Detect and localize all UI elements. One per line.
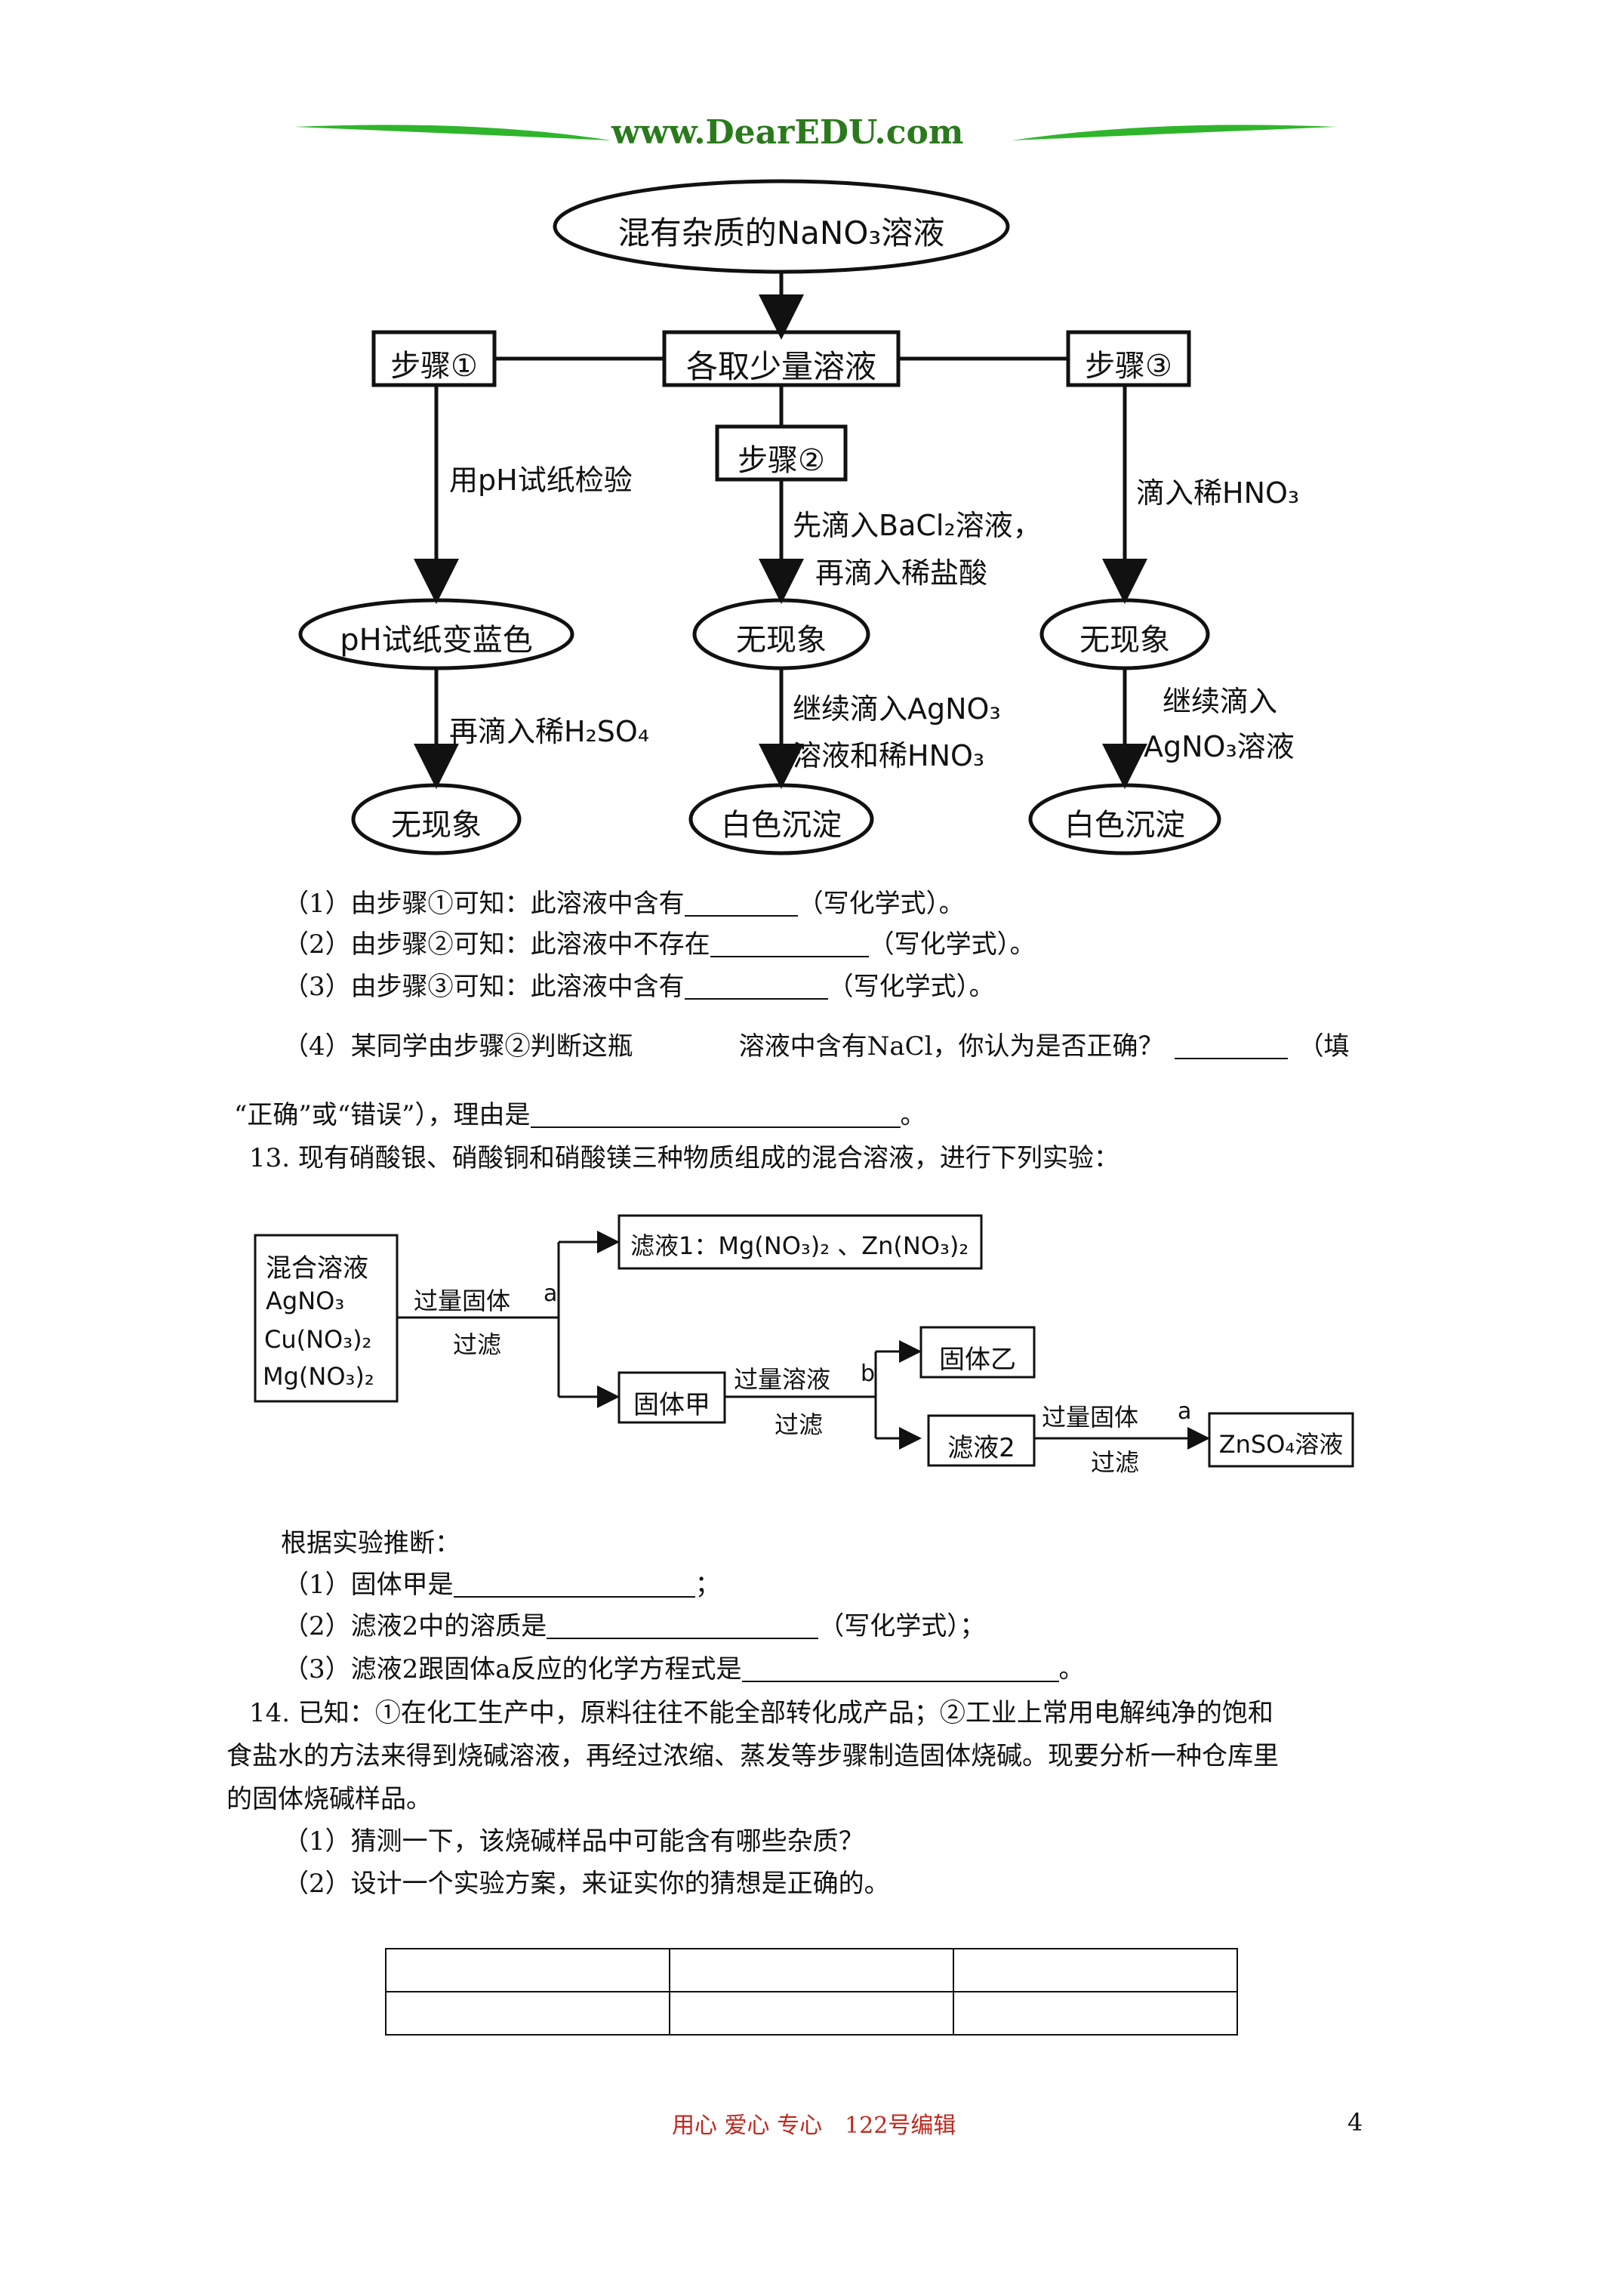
flow1-result3: 无现象 <box>1079 623 1170 658</box>
q12-part4-text-d: “正确”或“错误”），理由是 <box>234 1100 531 1130</box>
arrow3-label-bottom: 过滤 <box>1091 1448 1140 1477</box>
flow1-step2-node: 步骤② <box>738 443 825 478</box>
q12-part1-suffix: （写化学式）。 <box>797 889 965 919</box>
flow1-step2-action-1: 先滴入BaCl₂溶液， <box>793 509 1042 542</box>
flow1-step2-action-2: 再滴入稀盐酸 <box>815 556 988 590</box>
q13-answer-1-blank[interactable] <box>453 1573 695 1598</box>
q13-sub1-text: （1）固体甲是 <box>283 1570 454 1600</box>
q12-part4-text: （4）某同学由步骤②判断这瓶 <box>283 1031 633 1062</box>
mix-item-cuno3: Cu(NO₃)₂ <box>264 1325 372 1354</box>
flow1-center-node: 各取少量溶液 <box>685 348 876 385</box>
flow1-step1-node: 步骤① <box>390 349 478 384</box>
flow1-step3-node: 步骤③ <box>1085 349 1172 384</box>
table-cell[interactable] <box>669 1991 954 2036</box>
filtrate-2: 滤液2 <box>947 1433 1015 1463</box>
flow1-step3-next-1: 继续滴入 <box>1163 685 1278 718</box>
mix-item-agno3: AgNO₃ <box>266 1287 345 1315</box>
header-brand: www.DearEDU.com <box>611 113 964 152</box>
q12-part4-line1: （4）某同学由步骤②判断这瓶 溶液中含有NaCl，你认为是否正确？ （填 <box>283 1031 1350 1063</box>
flow1-final3: 白色沉淀 <box>1064 808 1185 843</box>
q13-answer-3-blank[interactable] <box>741 1658 1059 1682</box>
arrow1-label-top: 过量固体 <box>414 1287 511 1315</box>
solid-jia: 固体甲 <box>633 1390 710 1420</box>
arrow3-label-top: 过量固体 <box>1042 1403 1139 1432</box>
q14-answer-table <box>385 1948 1238 2036</box>
q13-sub1-suffix: ； <box>694 1570 721 1600</box>
q12-part3-suffix: （写化学式）。 <box>827 972 995 1002</box>
table-cell[interactable] <box>385 1948 670 1992</box>
header-banner <box>294 125 1336 140</box>
table-cell[interactable] <box>953 1991 1238 2036</box>
q13-sub3-text: （3）滤液2跟固体a反应的化学方程式是 <box>283 1654 742 1684</box>
q14-line2: 食盐水的方法来得到烧碱溶液，再经过浓缩、蒸发等步骤制造固体烧碱。现要分析一种仓库… <box>226 1741 1279 1771</box>
q13-sub2: （2）滤液2中的溶质是 （写化学式）； <box>283 1610 985 1643</box>
q13-sub3: （3）滤液2跟固体a反应的化学方程式是 。 <box>283 1653 1085 1686</box>
flow1-step2-next-2: 溶液和稀HNO₃ <box>793 739 985 772</box>
q14-sub1: （1）猜测一下，该烧碱样品中可能含有哪些杂质？ <box>283 1826 864 1857</box>
product-znso4: ZnSO₄溶液 <box>1218 1430 1344 1459</box>
q12-part2: （2）由步骤②可知：此溶液中不存在 （写化学式）。 <box>283 929 1036 961</box>
mix-item-mgno3: Mg(NO₃)₂ <box>263 1362 374 1391</box>
table-row <box>385 1948 1238 1992</box>
flow1-step3-next-2: AgNO₃溶液 <box>1144 730 1295 763</box>
page-number: 4 <box>1347 2108 1363 2137</box>
q12-part1-text: （1）由步骤①可知：此溶液中含有 <box>283 889 685 919</box>
q12-part3: （3）由步骤③可知：此溶液中含有 （写化学式）。 <box>283 971 995 1003</box>
q12-reason-blank[interactable] <box>530 1104 901 1128</box>
flow1-step1-action: 用pH试纸检验 <box>449 464 633 497</box>
table-cell[interactable] <box>385 1991 670 2036</box>
q12-part1: （1）由步骤①可知：此溶液中含有 （写化学式）。 <box>283 888 965 920</box>
flow1-final1: 无现象 <box>391 808 482 843</box>
q13-sub1: （1）固体甲是 ； <box>283 1569 721 1601</box>
q12-part4-text-b: 溶液中含有NaCl，你认为是否正确？ <box>738 1031 1164 1062</box>
q12-answer-1-blank[interactable] <box>684 892 798 917</box>
flow1-final2: 白色沉淀 <box>721 808 842 843</box>
q14-sub2: （2）设计一个实验方案，来证实你的猜想是正确的。 <box>283 1869 890 1899</box>
flow1-step2-next-1: 继续滴入AgNO₃ <box>793 692 1001 726</box>
q13-sub2-text: （2）滤液2中的溶质是 <box>283 1611 547 1641</box>
table-cell[interactable] <box>669 1948 954 1992</box>
q12-part2-suffix: （写化学式）。 <box>868 929 1036 960</box>
arrow1-label-bottom: 过滤 <box>453 1330 502 1359</box>
q12-answer-2-blank[interactable] <box>710 933 869 957</box>
flow1-result2: 无现象 <box>736 623 827 658</box>
q12-part4-text-c: （填 <box>1298 1031 1350 1062</box>
q12-answer-4-blank[interactable] <box>1174 1035 1288 1059</box>
flowchart-2-lines <box>254 1214 1354 1468</box>
arrow2-label-var: b <box>861 1361 876 1387</box>
filtrate-1: 滤液1：Mg(NO₃)₂ 、Zn(NO₃)₂ <box>630 1231 969 1260</box>
arrow1-label-var: a <box>544 1281 558 1307</box>
q12-part2-text: （2）由步骤②可知：此溶液中不存在 <box>283 929 710 960</box>
q12-part3-text: （3）由步骤③可知：此溶液中含有 <box>283 972 685 1002</box>
q14-line1: 14. 已知：①在化工生产中，原料往往不能全部转化成产品；②工业上常用电解纯净的… <box>249 1698 1273 1728</box>
q14-line3: 的固体烧碱样品。 <box>226 1784 432 1814</box>
solid-yi: 固体乙 <box>939 1345 1016 1375</box>
table-cell[interactable] <box>953 1948 1238 1992</box>
q12-part4-line2: “正确”或“错误”），理由是 。 <box>234 1099 926 1132</box>
flowchart-1-lines <box>298 179 1221 855</box>
arrow3-label-var: a <box>1178 1398 1192 1425</box>
arrow2-label-bottom: 过滤 <box>775 1410 824 1439</box>
q13-infer: 根据实验推断： <box>281 1528 460 1558</box>
footer-text: 用心 爱心 专心 122号编辑 <box>672 2113 956 2139</box>
q12-answer-3-blank[interactable] <box>684 975 828 1000</box>
flow1-step3-action: 滴入稀HNO₃ <box>1136 476 1300 510</box>
q13-sub3-suffix: 。 <box>1058 1654 1085 1684</box>
flow1-result1: pH试纸变蓝色 <box>340 623 533 658</box>
q13-intro: 13. 现有硝酸银、硝酸铜和硝酸镁三种物质组成的混合溶液，进行下列实验： <box>249 1143 1119 1173</box>
mix-title: 混合溶液 <box>266 1253 368 1284</box>
flow1-step1-next: 再滴入稀H₂SO₄ <box>449 715 650 748</box>
q13-sub2-suffix: （写化学式）； <box>818 1611 986 1641</box>
q13-answer-2-blank[interactable] <box>547 1615 819 1639</box>
q12-part4-text-e: 。 <box>900 1100 926 1130</box>
arrow2-label-top: 过量溶液 <box>734 1365 831 1394</box>
flow1-top-node: 混有杂质的NaNO₃溶液 <box>617 214 945 251</box>
table-row <box>385 1991 1238 2036</box>
